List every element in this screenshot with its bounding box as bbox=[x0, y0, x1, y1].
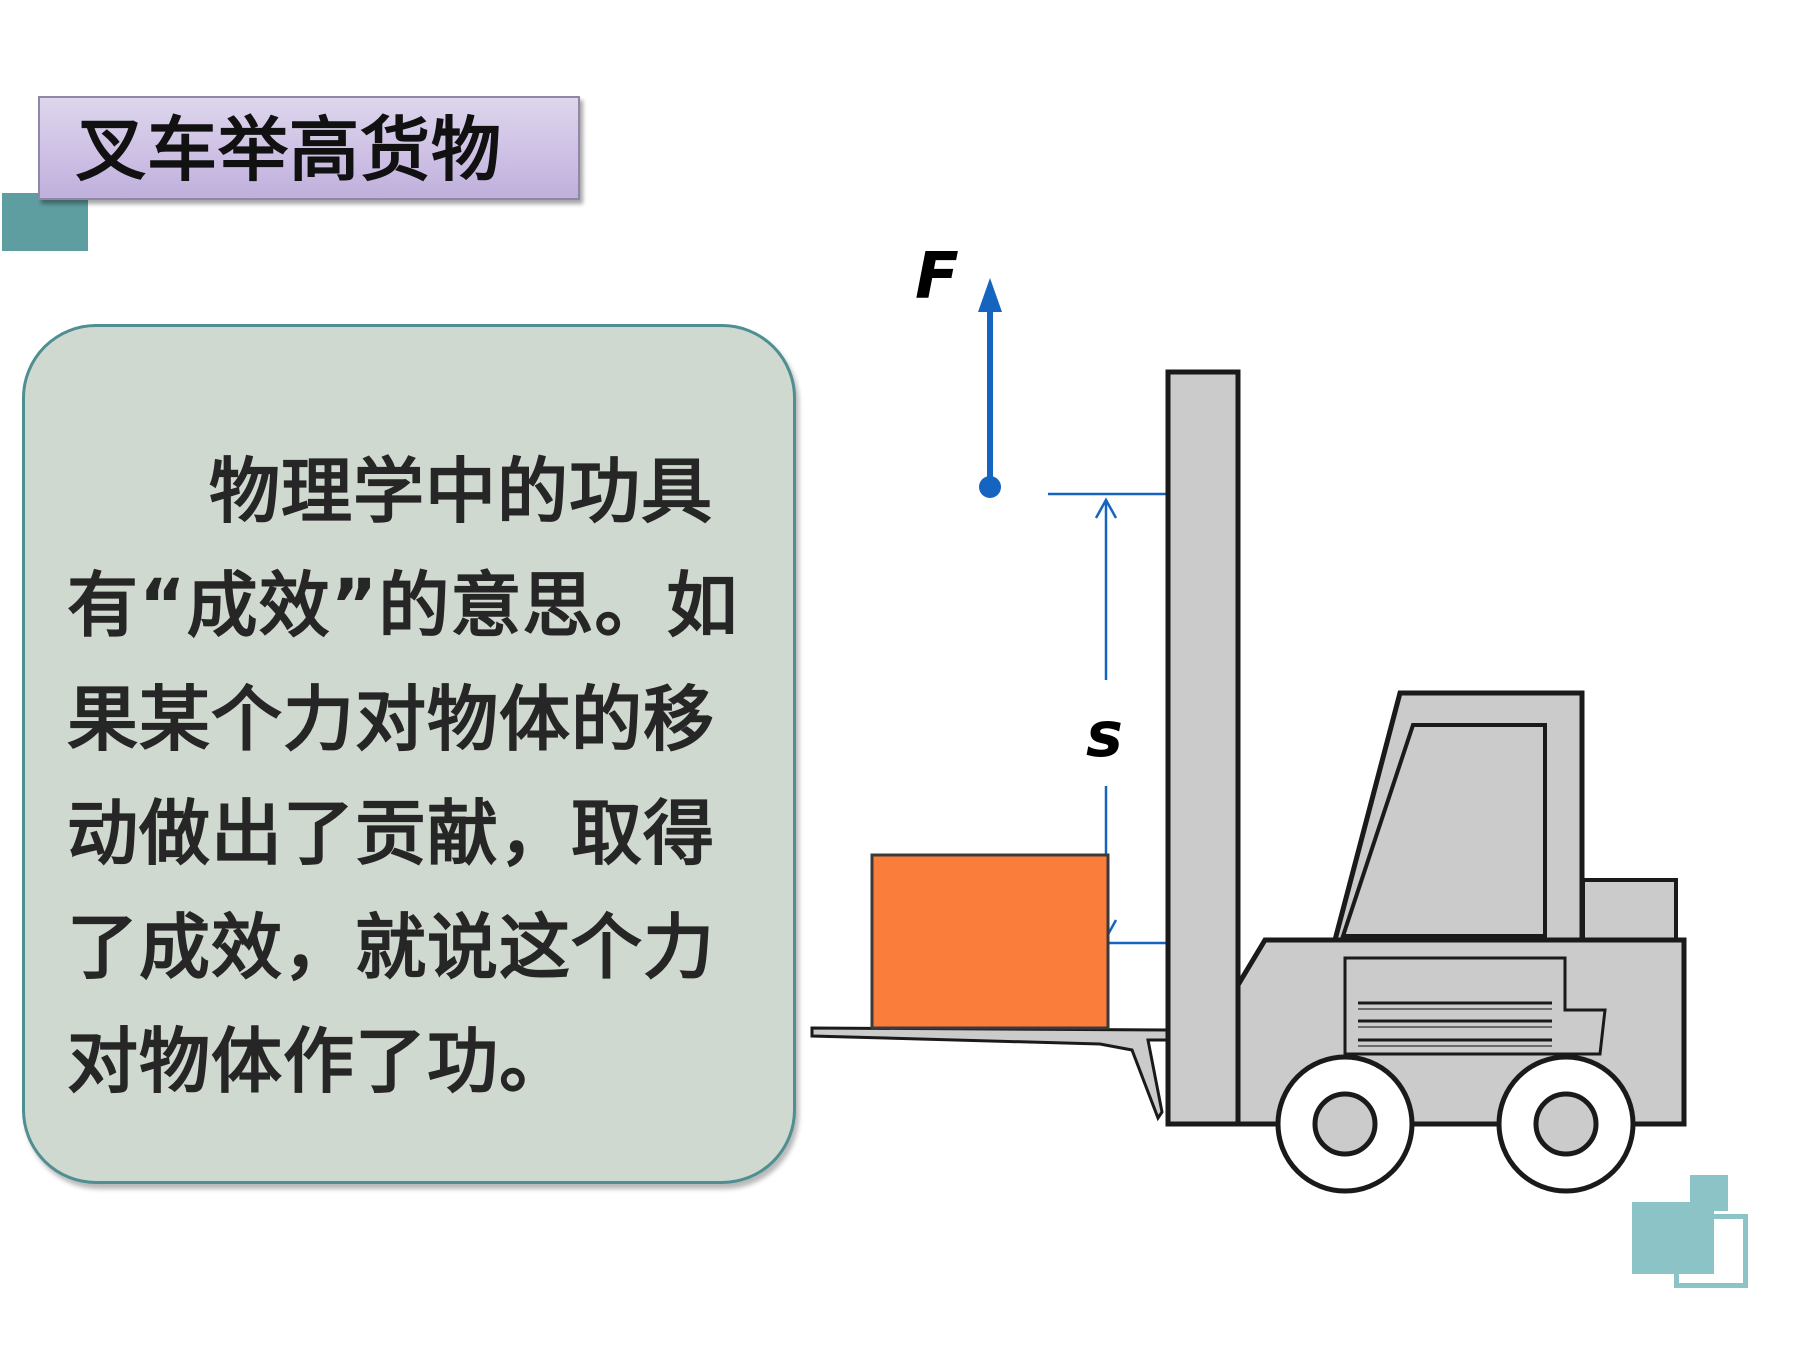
decorative-square-outline bbox=[1674, 1214, 1748, 1288]
title-banner: 叉车举高货物 bbox=[38, 96, 580, 200]
force-arrow bbox=[978, 278, 1002, 498]
cargo-box bbox=[870, 853, 1110, 1030]
displacement-label: s bbox=[1086, 698, 1123, 771]
forklift-body bbox=[1235, 690, 1687, 1127]
front-wheel bbox=[1275, 1054, 1415, 1194]
decorative-square bbox=[2, 193, 88, 251]
explanation-text: 物理学中的功具有“成效”的意思。如果某个力对物体的移动做出了贡献，取得了成效，就… bbox=[67, 450, 739, 1103]
explanation-card: 物理学中的功具有“成效”的意思。如果某个力对物体的移动做出了贡献，取得了成效，就… bbox=[22, 324, 796, 1184]
force-label: F bbox=[915, 240, 959, 314]
forklift-mast bbox=[1165, 369, 1241, 1127]
page-title: 叉车举高货物 bbox=[76, 109, 502, 191]
forklift-forks bbox=[810, 1026, 1170, 1122]
rear-wheel bbox=[1496, 1054, 1636, 1194]
